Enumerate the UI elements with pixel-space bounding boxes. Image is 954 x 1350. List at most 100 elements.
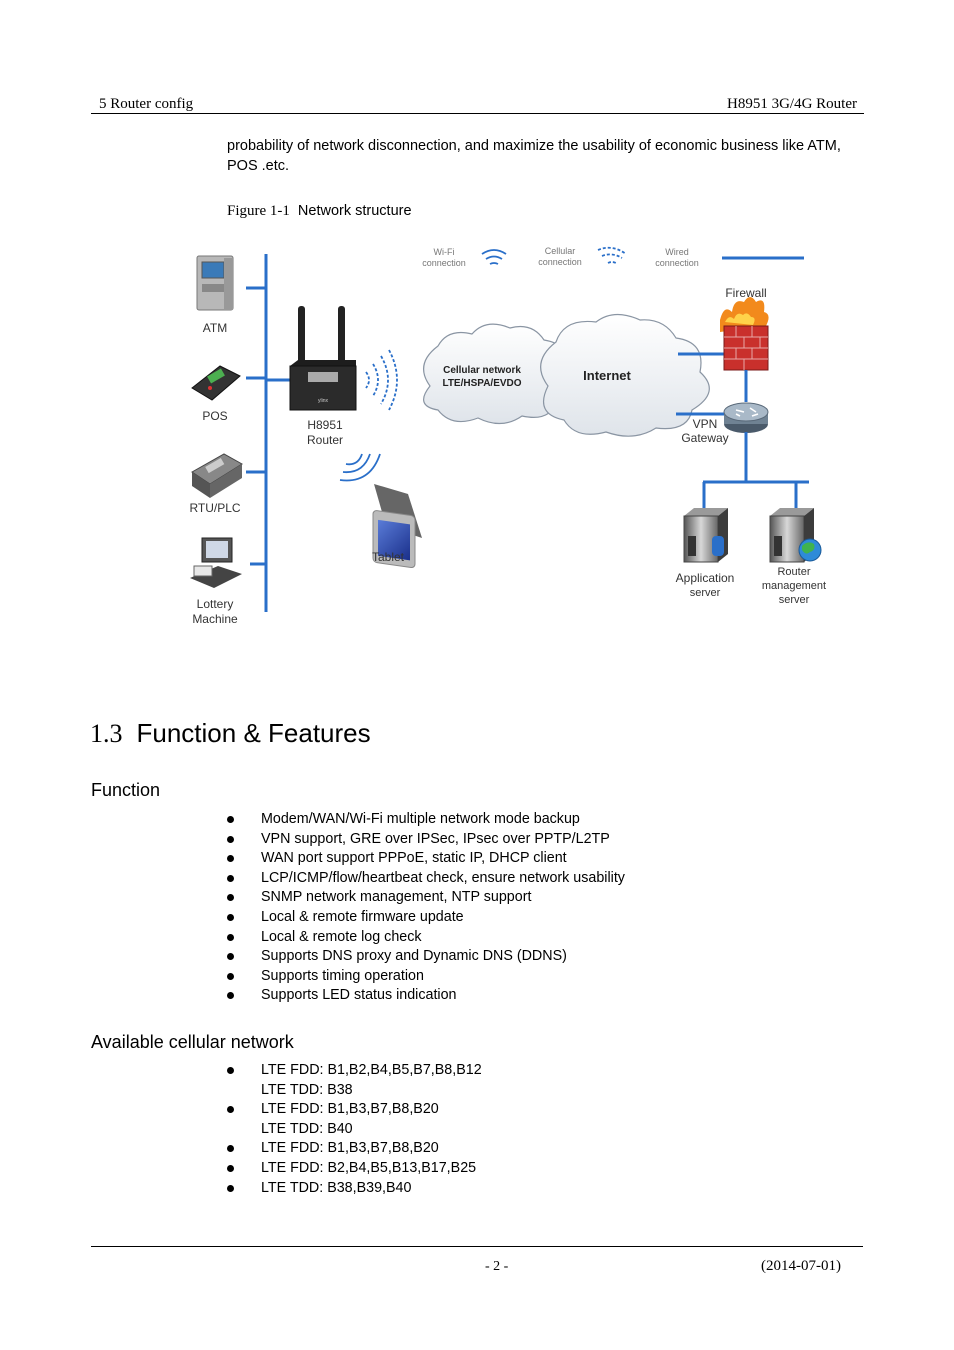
header-section: 5 Router config: [99, 96, 194, 112]
function-item: Supports LED status indication: [227, 986, 625, 1006]
router-label: H8951: [307, 418, 343, 432]
vpn-gateway-icon: [723, 402, 769, 433]
tablet-label: Tablet: [372, 550, 405, 564]
function-item-text: Modem/WAN/Wi-Fi multiple network mode ba…: [261, 811, 580, 827]
figure-number: Figure 1-1: [227, 203, 290, 219]
cellular-heading: Available cellular network: [91, 1032, 294, 1052]
function-item: WAN port support PPPoE, static IP, DHCP …: [227, 849, 625, 869]
function-item: VPN support, GRE over IPSec, IPsec over …: [227, 830, 625, 850]
bullet-icon: [227, 913, 234, 921]
header-product: H8951 3G/4G Router: [727, 96, 857, 112]
legend-wifi-icon: [481, 249, 507, 265]
bullet-icon: [227, 972, 234, 980]
vpn-label: VPN: [693, 417, 718, 431]
cellular-item-line: LTE TDD: B40: [261, 1120, 353, 1137]
application-server-label-2: server: [690, 587, 721, 599]
atm-icon: [196, 255, 234, 311]
bullet-icon: [227, 835, 234, 843]
function-item-text: Supports timing operation: [261, 967, 424, 984]
router-cellular-signal: [365, 349, 398, 411]
cellular-item-line: LTE TDD: B38: [261, 1081, 353, 1098]
bullet-icon: [227, 1184, 234, 1192]
function-item: Modem/WAN/Wi-Fi multiple network mode ba…: [227, 810, 625, 830]
lottery-label: Lottery: [197, 597, 234, 611]
bullet-icon: [227, 1145, 234, 1153]
legend-cellular-label: Cellular: [545, 246, 576, 256]
network-structure-figure: Wi-Fi connection Cellular connection Wir…: [180, 236, 840, 641]
bullet-icon: [227, 874, 234, 882]
legend-wired-label: Wired: [665, 247, 689, 257]
svg-text:ylinx: ylinx: [318, 398, 329, 404]
function-item: Local & remote firmware update: [227, 908, 625, 928]
function-item-text: Supports LED status indication: [261, 987, 457, 1004]
rtu-plc-label: RTU/PLC: [189, 501, 240, 515]
application-server-icon: [683, 508, 728, 563]
atm-label: ATM: [203, 321, 227, 335]
intro-paragraph: probability of network disconnection, an…: [227, 138, 841, 174]
cellular-item: LTE FDD: B1,B3,B7,B8,B20: [227, 1139, 482, 1159]
function-item-text: VPN support, GRE over IPSec, IPsec over …: [261, 830, 610, 847]
legend-cellular-icon: [597, 246, 627, 264]
management-server-label: Router: [777, 566, 810, 578]
bullet-icon: [227, 992, 234, 1000]
function-item-text: Local & remote log check: [261, 928, 422, 945]
function-item-text: Local & remote firmware update: [261, 908, 464, 925]
figure-caption-text: Network structure: [297, 203, 412, 219]
function-item-text: SNMP network management, NTP support: [261, 889, 532, 906]
section-title-text: Function & Features: [136, 718, 371, 748]
footer-date: (2014-07-01): [761, 1258, 841, 1274]
tablet-icon: [372, 484, 422, 569]
management-server-label-2: management: [762, 580, 826, 592]
cellular-item: LTE TDD: B38,B39,B40: [227, 1179, 482, 1199]
function-item-text: LCP/ICMP/flow/heartbeat check, ensure ne…: [261, 869, 625, 886]
function-item: Local & remote log check: [227, 928, 625, 948]
pos-icon: [191, 365, 241, 401]
bullet-icon: [227, 933, 234, 941]
legend-cellular-label-2: connection: [538, 257, 582, 267]
lottery-machine-icon: [190, 537, 242, 588]
vpn-label-2: Gateway: [681, 431, 728, 445]
application-server-label: Application: [676, 571, 735, 585]
bullet-icon: [227, 1106, 234, 1114]
function-list: Modem/WAN/Wi-Fi multiple network mode ba…: [227, 810, 625, 1006]
bullet-icon: [227, 1164, 234, 1172]
cellular-item-line: LTE TDD: B38,B39,B40: [261, 1179, 412, 1196]
figure-caption: Figure 1-1 Network structure: [227, 203, 412, 220]
function-item-text: WAN port support PPPoE, static IP, DHCP …: [261, 850, 567, 867]
internet-label: Internet: [583, 368, 631, 383]
function-item-text: Supports DNS proxy and Dynamic DNS (DDNS…: [261, 948, 567, 965]
cellular-item: LTE FDD: B2,B4,B5,B13,B17,B25: [227, 1159, 482, 1179]
function-item: Supports timing operation: [227, 967, 625, 987]
cellular-item-line: LTE FDD: B2,B4,B5,B13,B17,B25: [261, 1159, 477, 1176]
firewall-label: Firewall: [725, 286, 766, 300]
function-item: SNMP network management, NTP support: [227, 888, 625, 908]
bullet-icon: [227, 894, 234, 902]
page-number: - 2 -: [485, 1259, 509, 1274]
footer-rule: [91, 1246, 863, 1247]
cellular-item-line: LTE FDD: B1,B3,B7,B8,B20: [261, 1101, 439, 1118]
pos-label: POS: [202, 409, 227, 423]
bullet-icon: [227, 816, 234, 823]
management-server-label-3: server: [779, 594, 810, 606]
cellular-item-line: LTE FDD: B1,B2,B4,B5,B7,B8,B12: [261, 1062, 482, 1078]
legend-wired-label-2: connection: [655, 258, 699, 268]
legend-wifi-label-2: connection: [422, 258, 466, 268]
function-heading: Function: [91, 780, 161, 800]
cellular-cloud-label-2: LTE/HSPA/EVDO: [442, 378, 521, 389]
rtu-plc-icon: [191, 453, 243, 498]
function-item: LCP/ICMP/flow/heartbeat check, ensure ne…: [227, 869, 625, 889]
lottery-label-2: Machine: [192, 612, 238, 626]
firewall-icon: [720, 297, 769, 371]
management-server-icon: [769, 508, 822, 563]
router-wifi-signal: [339, 453, 381, 482]
bullet-icon: [227, 1067, 234, 1074]
bullet-icon: [227, 855, 234, 863]
router-label-2: Router: [307, 433, 343, 447]
h8951-router-icon: ylinx: [289, 306, 357, 411]
function-item: Supports DNS proxy and Dynamic DNS (DDNS…: [227, 947, 625, 967]
header-rule: [91, 113, 864, 114]
